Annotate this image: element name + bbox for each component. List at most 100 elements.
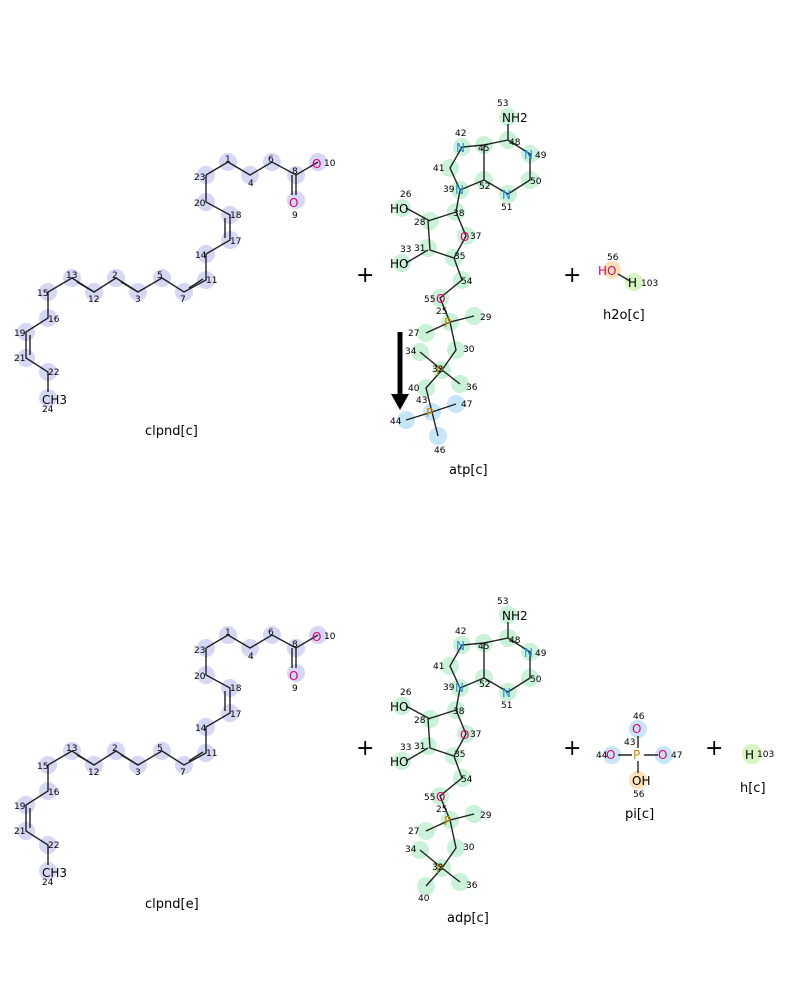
svg-text:56: 56 [633, 790, 645, 800]
svg-text:18: 18 [230, 211, 242, 221]
svg-text:32: 32 [432, 863, 443, 873]
atom-number: 53 [497, 99, 508, 109]
svg-text:O: O [658, 748, 667, 762]
svg-text:38: 38 [453, 707, 465, 717]
ring-nitrogen: N [455, 183, 464, 197]
svg-text:30: 30 [463, 345, 475, 355]
plus-sign: + [563, 736, 581, 761]
svg-text:38: 38 [453, 209, 465, 219]
svg-text:44: 44 [390, 417, 402, 427]
ring-nitrogen: N [456, 141, 465, 155]
svg-text:31: 31 [414, 244, 425, 254]
svg-text:36: 36 [466, 383, 478, 393]
svg-text:37: 37 [470, 232, 481, 242]
plus-sign: + [356, 736, 374, 761]
svg-text:51: 51 [501, 203, 512, 213]
svg-text:17: 17 [230, 237, 241, 247]
svg-text:10: 10 [324, 632, 336, 642]
svg-text:22: 22 [48, 841, 59, 851]
h-c-label: h[c] [740, 781, 766, 796]
svg-text:N: N [502, 686, 511, 700]
svg-text:O: O [312, 630, 321, 644]
water-oxygen: HO [598, 264, 616, 278]
svg-text:7: 7 [180, 295, 186, 305]
svg-text:9: 9 [292, 211, 298, 221]
svg-text:44: 44 [596, 751, 608, 761]
phosphorus-atom: P [426, 406, 433, 420]
svg-text:11: 11 [206, 276, 217, 286]
svg-text:32: 32 [432, 365, 443, 375]
svg-text:29: 29 [480, 811, 492, 821]
pi-c-molecule: P O O O OH 46 43 44 47 56 pi[c] [596, 712, 682, 822]
svg-text:12: 12 [88, 768, 99, 778]
water-hydrogen: H [628, 276, 637, 290]
svg-text:4: 4 [248, 179, 254, 189]
svg-text:16: 16 [48, 315, 60, 325]
svg-text:37: 37 [470, 730, 481, 740]
svg-text:34: 34 [405, 347, 417, 357]
phosphorus-atom: P [436, 364, 443, 378]
svg-text:103: 103 [641, 279, 658, 289]
svg-text:21: 21 [14, 827, 25, 837]
svg-text:5: 5 [157, 744, 163, 754]
h2o-c-molecule: HO H 56 103 h2o[c] [598, 253, 658, 323]
svg-text:HO: HO [390, 700, 408, 714]
clpnd-c-label: clpnd[c] [145, 424, 198, 439]
svg-text:52: 52 [479, 182, 490, 192]
plus-sign: + [705, 736, 723, 761]
svg-text:42: 42 [455, 129, 466, 139]
svg-text:47: 47 [461, 400, 472, 410]
atp-c-label: atp[c] [449, 463, 488, 478]
svg-text:35: 35 [454, 252, 465, 262]
svg-text:36: 36 [466, 881, 478, 891]
svg-text:40: 40 [418, 894, 430, 904]
carbonyl-oxygen: O [289, 196, 298, 210]
atp-c-molecule: NH2 N N N N HO HO O O P P P 53 42 45 48 … [390, 99, 547, 478]
svg-text:51: 51 [501, 701, 512, 711]
svg-text:3: 3 [135, 768, 141, 778]
svg-text:41: 41 [433, 662, 444, 672]
svg-text:18: 18 [230, 684, 242, 694]
svg-text:N: N [455, 681, 464, 695]
svg-text:8: 8 [292, 167, 298, 177]
amine-label: NH2 [502, 111, 528, 125]
svg-text:14: 14 [195, 251, 207, 261]
svg-text:33: 33 [400, 743, 411, 753]
svg-text:41: 41 [433, 164, 444, 174]
svg-text:O: O [436, 790, 445, 804]
ring-nitrogen: N [502, 188, 511, 202]
svg-text:55: 55 [424, 793, 435, 803]
ring-oxygen: O [460, 230, 469, 244]
plus-sign: + [356, 263, 374, 288]
svg-text:15: 15 [37, 762, 48, 772]
svg-text:13: 13 [66, 744, 77, 754]
svg-text:O: O [632, 722, 641, 736]
reaction-arrow [391, 332, 409, 410]
svg-text:19: 19 [14, 802, 26, 812]
svg-text:6: 6 [268, 628, 274, 638]
adp-c-label: adp[c] [447, 911, 489, 926]
svg-text:NH2: NH2 [502, 609, 528, 623]
svg-text:1: 1 [225, 628, 231, 638]
svg-text:55: 55 [424, 295, 435, 305]
svg-text:46: 46 [633, 712, 645, 722]
svg-text:24: 24 [42, 878, 54, 888]
svg-text:N: N [524, 646, 533, 660]
clpnd-e-label: clpnd[e] [145, 897, 199, 912]
svg-text:30: 30 [463, 843, 475, 853]
svg-text:33: 33 [400, 245, 411, 255]
svg-text:103: 103 [757, 750, 774, 760]
svg-text:10: 10 [324, 159, 336, 169]
svg-text:39: 39 [443, 683, 455, 693]
carboxyl-oxygen: O [312, 157, 321, 171]
svg-text:13: 13 [66, 271, 77, 281]
svg-text:O: O [289, 669, 298, 683]
svg-text:50: 50 [530, 177, 542, 187]
svg-text:16: 16 [48, 788, 60, 798]
plus-sign: + [563, 263, 581, 288]
svg-text:29: 29 [480, 313, 492, 323]
svg-text:25: 25 [436, 805, 447, 815]
svg-text:26: 26 [400, 688, 412, 698]
svg-text:9: 9 [292, 684, 298, 694]
svg-text:50: 50 [530, 675, 542, 685]
